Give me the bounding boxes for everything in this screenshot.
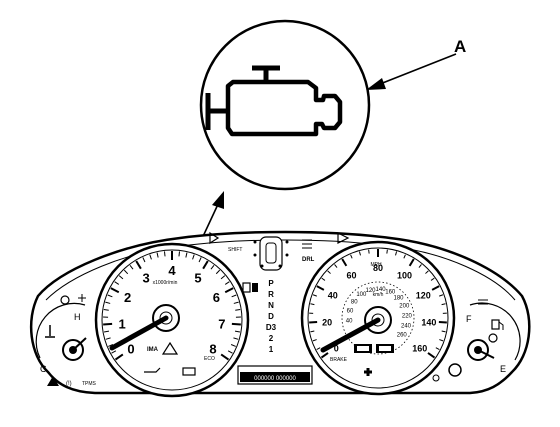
tach-unit-label: x1000r/min — [153, 280, 178, 286]
kmh-number: 220 — [402, 313, 413, 319]
gear-position: 1 — [269, 345, 274, 354]
gear-position: 2 — [269, 334, 274, 343]
mph-number: 40 — [328, 290, 338, 300]
magnified-check-engine-callout — [201, 21, 369, 189]
mph-number: 160 — [412, 343, 427, 353]
tpms-indicator: TPMS — [82, 381, 97, 387]
tachometer: 01 23 4 56 78 x1000r/min — [96, 244, 248, 396]
tach-number: 0 — [127, 342, 134, 357]
tach-tick — [164, 251, 165, 256]
callout-label-a: A — [454, 37, 466, 56]
kmh-number: 60 — [347, 308, 354, 314]
kmh-number: 200 — [399, 304, 410, 310]
speed-tick — [439, 322, 447, 323]
brake-indicator: BRAKE — [330, 357, 348, 363]
odometer-text: 000000 000000 — [254, 376, 296, 382]
mph-number: 100 — [397, 270, 412, 280]
tach-number: 3 — [142, 270, 149, 285]
temp-cold-label: C — [40, 364, 47, 374]
kmh-number: 260 — [397, 333, 408, 339]
temp-hot-label: H — [74, 312, 81, 322]
speed-tick — [309, 322, 317, 323]
mph-number: 20 — [322, 317, 332, 327]
shift-label: SHIFT — [228, 247, 242, 253]
gear-position: N — [268, 301, 274, 310]
fuel-empty-label: E — [500, 364, 506, 374]
kmh-number: 40 — [346, 319, 353, 325]
mph-number: 120 — [416, 290, 431, 300]
gear-position: D3 — [266, 323, 277, 332]
speed-tick — [369, 250, 370, 254]
fuel-full-label: F — [466, 314, 472, 324]
tach-number: 4 — [168, 263, 176, 278]
gear-position: P — [268, 279, 274, 288]
tach-number: 5 — [194, 270, 201, 285]
tach-tick — [179, 251, 180, 256]
mph-unit-label: MPH — [370, 262, 382, 268]
speed-tick — [387, 250, 388, 254]
tach-number: 8 — [209, 342, 216, 357]
kmh-number: 180 — [393, 295, 404, 301]
ima-indicator: IMA — [147, 347, 159, 353]
tach-tick — [103, 324, 112, 325]
odometer-display: 000000 000000 — [238, 366, 312, 384]
callout-a-leader: A — [366, 37, 466, 90]
mph-number: 60 — [347, 270, 357, 280]
gear-position: D — [268, 312, 274, 321]
tpms-symbol: (!) — [66, 381, 72, 387]
tach-number: 6 — [213, 290, 220, 305]
tach-number: 2 — [124, 290, 131, 305]
drl-indicator: DRL — [302, 257, 315, 263]
tach-tick — [232, 324, 241, 325]
gear-position: R — [268, 290, 274, 299]
eco-indicator: ECO — [204, 356, 215, 362]
kmh-number: 240 — [401, 324, 412, 330]
kmh-unit-label: km/h — [373, 292, 384, 298]
mph-number: 140 — [421, 317, 436, 327]
tach-number: 1 — [118, 316, 125, 331]
tach-number: 7 — [218, 316, 225, 331]
kmh-number: 80 — [351, 299, 358, 305]
